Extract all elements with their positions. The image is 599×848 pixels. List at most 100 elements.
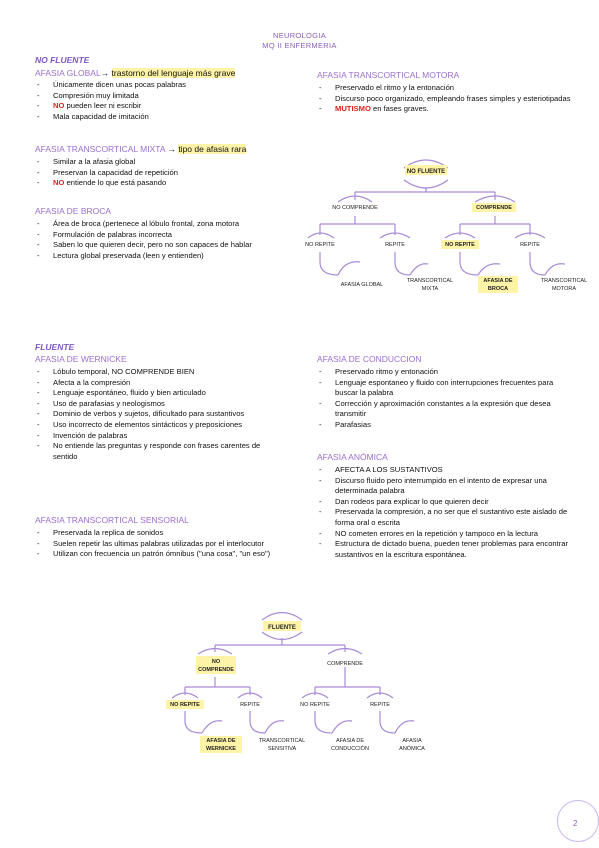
root-node-highlight bbox=[405, 165, 447, 175]
tree-node-repite: REPITE bbox=[520, 242, 540, 248]
heading-afasia-conduccion: AFASIA DE CONDUCCION bbox=[317, 354, 422, 364]
list-item: Discurso fluido pero interrumpido en el … bbox=[317, 476, 572, 497]
tree-leaf-afasia-anomica-2: ANÓMICA bbox=[399, 745, 425, 752]
list-item: Uso de parafasias y neologismos bbox=[35, 399, 275, 410]
tree-leaf-afasia-conduccion: AFASIA DE bbox=[336, 738, 364, 744]
page-number-circle bbox=[557, 800, 599, 842]
mutismo-marker: MUTISMO bbox=[335, 104, 371, 114]
list-item: Formulación de palabras incorrecta bbox=[35, 230, 275, 241]
tree-node-no-repite: NO REPITE bbox=[170, 702, 200, 708]
tree-node-comprende: COMPRENDE bbox=[327, 661, 363, 667]
tree-leaf-transcortical-motora-2: MOTORA bbox=[552, 286, 576, 292]
list-transcortical-motora: Preservado el ritmo y la entonación Disc… bbox=[317, 83, 572, 115]
list-afasia-global: Únicamente dicen unas pocas palabras Com… bbox=[35, 80, 280, 122]
comprende-node-highlight bbox=[472, 203, 516, 212]
tree-node-no-repite: NO REPITE bbox=[305, 242, 335, 248]
list-item: Preservan la capacidad de repetición bbox=[35, 168, 280, 179]
document-header-subject: NEUROLOGIA bbox=[272, 31, 326, 40]
heading-title: AFASIA GLOBAL bbox=[35, 68, 101, 78]
broca-leaf-highlight bbox=[478, 276, 518, 293]
tree-node-repite: REPITE bbox=[385, 242, 405, 248]
list-item: NO pueden leer ni escribir bbox=[35, 101, 280, 112]
section-label-no-fluente: NO FLUENTE bbox=[35, 55, 90, 65]
list-item: Saben lo que quieren decir, pero no son … bbox=[35, 240, 275, 251]
list-item: Preservado el ritmo y la entonación bbox=[317, 83, 572, 94]
heading-transcortical-sensorial: AFASIA TRANSCORTICAL SENSORIAL bbox=[35, 515, 189, 525]
list-item: Lenguaje espontáneo, fluido y bien artic… bbox=[35, 388, 275, 399]
list-transcortical-mixta: Similar a la afasia global Preservan la … bbox=[35, 157, 280, 189]
no-marker: NO bbox=[53, 178, 65, 188]
list-item: Mala capacidad de imitación bbox=[35, 112, 280, 123]
list-item: Área de broca (pertenece al lóbulo front… bbox=[35, 219, 275, 230]
list-item: Suelen repetir las ultimas palabras util… bbox=[35, 539, 280, 550]
tree-leaf-transcortical-motora: TRANSCORTICAL bbox=[541, 278, 587, 284]
heading-afasia-broca: AFASIA DE BROCA bbox=[35, 206, 112, 216]
list-item: Afecta a la compresión bbox=[35, 378, 275, 389]
list-item: Invención de palabras bbox=[35, 431, 275, 442]
list-item: AFECTA A LOS SUSTANTIVOS bbox=[317, 465, 572, 476]
list-item: Preservado ritmo y entonación bbox=[317, 367, 572, 378]
list-item: Dominio de verbos y sujetos, dificultado… bbox=[35, 409, 275, 420]
list-item-text: pueden leer ni escribir bbox=[66, 101, 142, 111]
heading-afasia-anomica: AFASIA ANÓMICA bbox=[317, 452, 388, 462]
tree-leaf-afasia-broca-2: BROCA bbox=[488, 286, 508, 292]
no-repite-node-highlight bbox=[441, 240, 479, 249]
tree-leaf-afasia-broca: AFASIA DE bbox=[483, 278, 512, 284]
tree-leaf-transcortical-mixta-2: MIXTA bbox=[422, 286, 439, 292]
arrow-icon: → bbox=[167, 144, 176, 154]
list-item-text: en fases graves. bbox=[372, 104, 429, 114]
list-item: Lectura global preservada (leen y entien… bbox=[35, 251, 275, 262]
list-item: NO entiende lo que está pasando bbox=[35, 178, 280, 189]
wernicke-leaf-highlight bbox=[200, 736, 242, 753]
heading-afasia-global: AFASIA GLOBAL→ trastorno del lenguaje má… bbox=[35, 68, 236, 79]
tree-node-no-repite: NO REPITE bbox=[300, 702, 330, 708]
list-item: Lenguaje espontaneo y fluido con interru… bbox=[317, 378, 572, 399]
tree-node-root: NO FLUENTE bbox=[407, 169, 445, 175]
list-item: Preservada la replica de sonidos bbox=[35, 528, 280, 539]
no-marker: NO bbox=[53, 101, 65, 111]
list-afasia-anomica: AFECTA A LOS SUSTANTIVOS Discurso fluido… bbox=[317, 465, 572, 560]
list-item: Uso incorrecto de elementos sintácticos … bbox=[35, 420, 275, 431]
list-afasia-conduccion: Preservado ritmo y entonación Lenguaje e… bbox=[317, 367, 572, 431]
list-item: Utilizan con frecuencia un patrón ómnibu… bbox=[35, 549, 280, 560]
list-item: Discurso poco organizado, empleando fras… bbox=[317, 94, 572, 105]
list-item: Similar a la afasia global bbox=[35, 157, 280, 168]
heading-afasia-wernicke: AFASIA DE WERNICKE bbox=[35, 354, 127, 364]
tree-leaf-afasia-wernicke-2: WERNICKE bbox=[206, 746, 236, 752]
list-afasia-wernicke: Lóbulo temporal, NO COMPRENDE BIEN Afect… bbox=[35, 367, 275, 462]
tree-node-no-repite: NO REPITE bbox=[445, 242, 475, 248]
tree-node-no-comprende: NO COMPRENDE bbox=[332, 205, 378, 211]
heading-transcortical-motora: AFASIA TRANSCORTICAL MOTORA bbox=[317, 70, 460, 80]
tree-leaf-transcortical-mixta: TRANSCORTICAL bbox=[407, 278, 453, 284]
arrow-icon: → bbox=[100, 68, 110, 78]
list-transcortical-sensorial: Preservada la replica de sonidos Suelen … bbox=[35, 528, 280, 560]
heading-transcortical-mixta: AFASIA TRANSCORTICAL MIXTA → tipo de afa… bbox=[35, 144, 247, 155]
tree-node-no-comprende-2: COMPRENDE bbox=[198, 667, 234, 673]
tree-node-root: FLUENTE bbox=[268, 625, 296, 631]
no-comprende-node-highlight bbox=[196, 656, 236, 674]
tree-leaf-transcortical-sensitiva-2: SENSITIVA bbox=[268, 746, 297, 752]
list-item: Únicamente dicen unas pocas palabras bbox=[35, 80, 280, 91]
no-repite-node-highlight bbox=[166, 700, 204, 709]
tree-node-repite: REPITE bbox=[370, 702, 390, 708]
no-fluente-tree-diagram: NO FLUENTE NO COMPRENDE COMPRENDE NO REP… bbox=[305, 159, 587, 293]
tree-leaf-afasia-anomica: AFASIA bbox=[402, 738, 422, 744]
tree-leaf-afasia-conduccion-2: CONDUCCIÓN bbox=[331, 745, 369, 752]
section-label-fluente: FLUENTE bbox=[35, 342, 75, 352]
list-item: Estructura de dictado buena, pueden tene… bbox=[317, 539, 572, 560]
list-item: No entiende las preguntas y responde con… bbox=[35, 441, 275, 462]
tree-leaf-afasia-wernicke: AFASIA DE bbox=[206, 738, 235, 744]
fluente-tree-diagram: FLUENTE NO COMPRENDE COMPRENDE NO REPITE… bbox=[166, 611, 425, 753]
list-item-text: entiende lo que está pasando bbox=[66, 178, 167, 188]
list-item: Parafasias bbox=[317, 420, 572, 431]
heading-note: tipo de afasia rara bbox=[178, 144, 247, 154]
list-item: Lóbulo temporal, NO COMPRENDE BIEN bbox=[35, 367, 275, 378]
list-item: Dan rodeos para explicar lo que quieren … bbox=[317, 497, 572, 508]
list-item: MUTISMO en fases graves. bbox=[317, 104, 572, 115]
tree-leaf-transcortical-sensitiva: TRANSCORTICAL bbox=[259, 738, 305, 744]
list-item: Corrección y aproximación constantes a l… bbox=[317, 399, 572, 420]
list-item: Preservada la compresión, a no ser que e… bbox=[317, 507, 572, 528]
list-afasia-broca: Área de broca (pertenece al lóbulo front… bbox=[35, 219, 275, 261]
list-item: NO cometen errores en la repetición y ta… bbox=[317, 529, 572, 540]
tree-node-no-comprende: NO bbox=[212, 659, 221, 665]
